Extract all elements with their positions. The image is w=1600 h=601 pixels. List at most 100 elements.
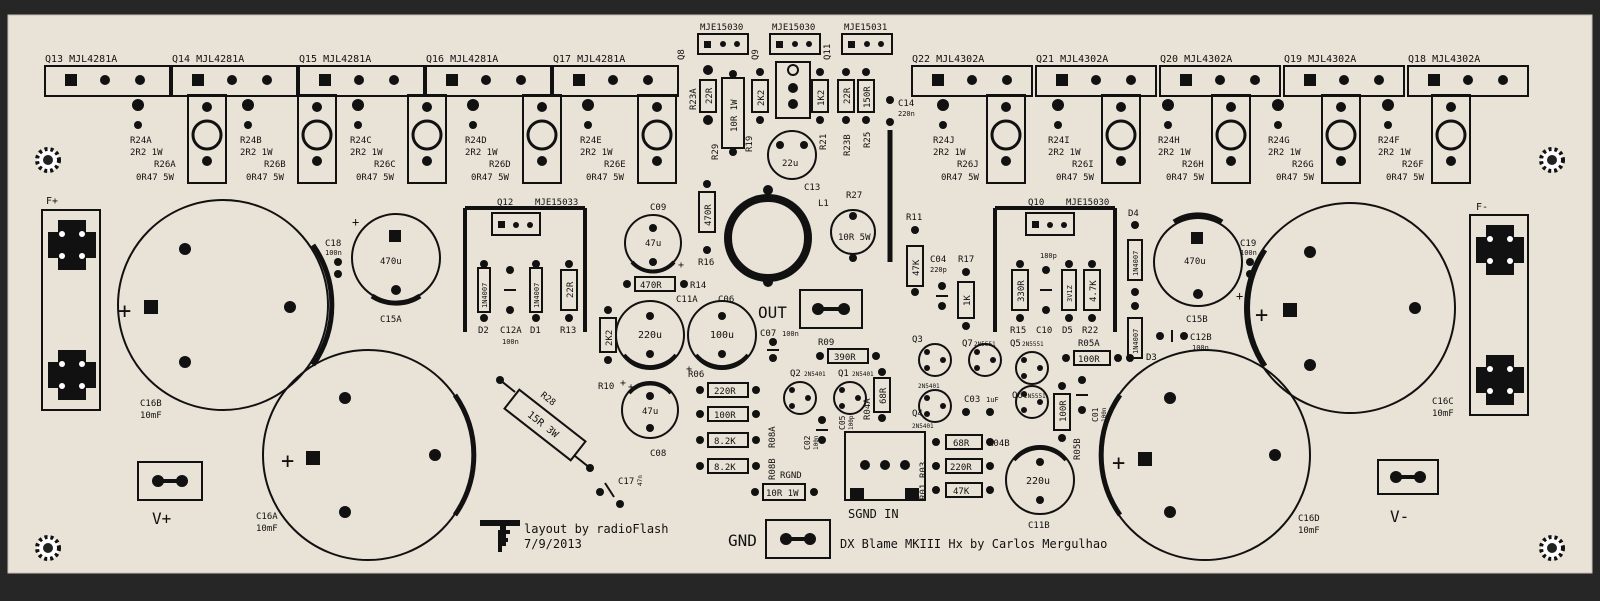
svg-text:R04A: R04A <box>863 398 873 420</box>
radioflash-logo <box>480 520 520 552</box>
resistor-ref: R24H <box>1158 136 1180 146</box>
resistor-r27: R27 10R 5W <box>830 191 876 262</box>
capacitor-ref: C16A <box>256 512 278 522</box>
driver-transistor: MJE15030 Q9 <box>751 23 821 60</box>
capacitor-c17: C17 47n <box>596 475 644 508</box>
resistor-ref: R26I <box>1072 160 1094 170</box>
power-transistor: Q17 MJL4281A <box>552 54 679 97</box>
design-credit: DX Blame MKIII Hx by Carlos Mergulhao <box>840 537 1107 551</box>
resistor-r05a: R05A 100R <box>1062 339 1134 366</box>
svg-text:R05A: R05A <box>1078 339 1100 349</box>
capacitor-c01: C01 100n <box>1076 376 1108 422</box>
capacitor-c05: C05 100p <box>838 415 855 430</box>
svg-text:R11: R11 <box>906 213 922 223</box>
diode-d1: 1N4007 <box>529 260 543 322</box>
transistor-q4: Q4 2N5401 <box>912 389 952 430</box>
transistor-ref: Q11 <box>823 44 833 60</box>
driver-transistor: MJE15030 Q8 <box>677 23 749 60</box>
svg-text:C03: C03 <box>964 395 980 405</box>
svg-text:D5: D5 <box>1062 326 1073 336</box>
resistor-ref: R26E <box>604 160 626 170</box>
svg-text:2N5401: 2N5401 <box>918 383 940 390</box>
transistor-label: Q15 MJL4281A <box>299 54 371 65</box>
svg-text:Q5: Q5 <box>1010 339 1021 349</box>
svg-text:+: + <box>628 382 634 393</box>
svg-text:100n: 100n <box>325 249 342 257</box>
transistor-part: MJE15031 <box>844 23 887 33</box>
driver-transistors: MJE15030 Q8 MJE15030 Q9 MJE15031 Q11 <box>677 23 893 60</box>
capacitor-c12b: C12B 100n <box>1156 330 1212 352</box>
vminus-connector: V- <box>1377 459 1439 526</box>
transistor-part: MJE15030 <box>1066 198 1109 208</box>
sgnd-in-connector: SGND IN <box>844 431 926 521</box>
svg-text:C12A: C12A <box>500 326 522 336</box>
svg-text:22R: 22R <box>705 87 715 104</box>
svg-text:470R: 470R <box>704 204 714 226</box>
fuse-holder-right: F- <box>1469 202 1529 416</box>
layout-credit: layout by radioFlash <box>524 522 669 536</box>
resistor-r10: 2K2 R10 <box>598 306 617 392</box>
resistor-ref: R26B <box>264 160 286 170</box>
svg-text:100R: 100R <box>1059 400 1069 422</box>
capacitor-c04: C04 220p <box>930 255 948 310</box>
resistor-stack-r06: R06 220R 100R 8.2K 8.2K R08A R08B <box>688 370 778 480</box>
transistor-label: Q18 MJL4302A <box>1408 54 1480 65</box>
resistor-value: 0R47 5W <box>1276 173 1315 183</box>
capacitor-c02: C02 100n <box>803 416 828 450</box>
diode-d2: 1N4007 <box>477 260 491 322</box>
svg-text:100n: 100n <box>1192 344 1209 352</box>
svg-text:22R: 22R <box>566 281 576 298</box>
svg-text:100R: 100R <box>714 411 736 421</box>
svg-text:1N4007: 1N4007 <box>533 283 541 308</box>
svg-text:150R: 150R <box>863 86 873 108</box>
capacitor-c11b: 220u C11B <box>1005 445 1075 531</box>
svg-text:C07: C07 <box>760 329 776 339</box>
svg-text:R23A: R23A <box>689 88 699 110</box>
fuse-holder-left: F+ <box>41 196 101 411</box>
svg-text:47u: 47u <box>642 407 658 417</box>
driver-transistor: MJE15031 Q11 <box>823 23 893 60</box>
svg-text:+: + <box>1236 289 1243 303</box>
resistor-r16: 470R R16 <box>698 180 716 268</box>
svg-text:47u: 47u <box>645 239 661 249</box>
svg-text:4.7K: 4.7K <box>1089 280 1099 302</box>
resistor-ref: R24E <box>580 136 602 146</box>
transistor-label: Q16 MJL4281A <box>426 54 498 65</box>
transistor-ref: Q10 <box>1028 198 1044 208</box>
svg-text:8.2K: 8.2K <box>714 437 736 447</box>
plus-sign: + <box>1112 451 1125 476</box>
svg-text:100n: 100n <box>782 330 799 338</box>
capacitor-ref: C16D <box>1298 514 1320 524</box>
resistor-value: 2R2 1W <box>240 148 273 158</box>
svg-text:D1: D1 <box>530 326 541 336</box>
diode-d4: D4 1N4007 <box>1127 209 1143 296</box>
resistor-value: 2R2 1W <box>580 148 613 158</box>
svg-text:R13: R13 <box>560 326 576 336</box>
big-capacitor-c16a: + C16A 10mF <box>256 349 477 561</box>
svg-text:+: + <box>678 260 684 271</box>
resistor-ref: R24F <box>1378 136 1400 146</box>
transistor-part: MJE15030 <box>772 23 815 33</box>
power-transistor-row-left: Q13 MJL4281A Q14 MJL4281A Q15 MJL4281A Q… <box>44 54 679 97</box>
transistor-q5: Q5 2N5551 <box>1010 339 1049 385</box>
capacitor-ref: C15B <box>1186 315 1208 325</box>
diode-d3: 1N4007 D3 <box>1127 302 1157 363</box>
q12-section: Q12 MJE15033 1N4007 1N4007 22R D2 C12A 1… <box>463 198 587 346</box>
big-capacitor-c16c: + C16C 10mF <box>1244 202 1456 419</box>
resistor-ref: R26H <box>1182 160 1204 170</box>
transistor-ref: Q9 <box>751 49 761 60</box>
svg-text:C12B: C12B <box>1190 333 1212 343</box>
svg-text:100n: 100n <box>813 435 820 450</box>
big-capacitor-c16d: + C16D 10mF <box>1098 349 1320 561</box>
transistor-label: Q19 MJL4302A <box>1284 54 1356 65</box>
transistor-q7: Q7 2N5551 <box>962 339 1002 377</box>
capacitor-c15b: + 470u C15B <box>1153 212 1243 325</box>
svg-text:1K2: 1K2 <box>817 90 827 106</box>
svg-text:220R: 220R <box>950 463 972 473</box>
svg-text:R06: R06 <box>688 370 704 380</box>
svg-text:22u: 22u <box>782 159 798 169</box>
emitter-resistor-group: R24B 2R2 1W R26B 0R47 5W <box>240 94 337 184</box>
